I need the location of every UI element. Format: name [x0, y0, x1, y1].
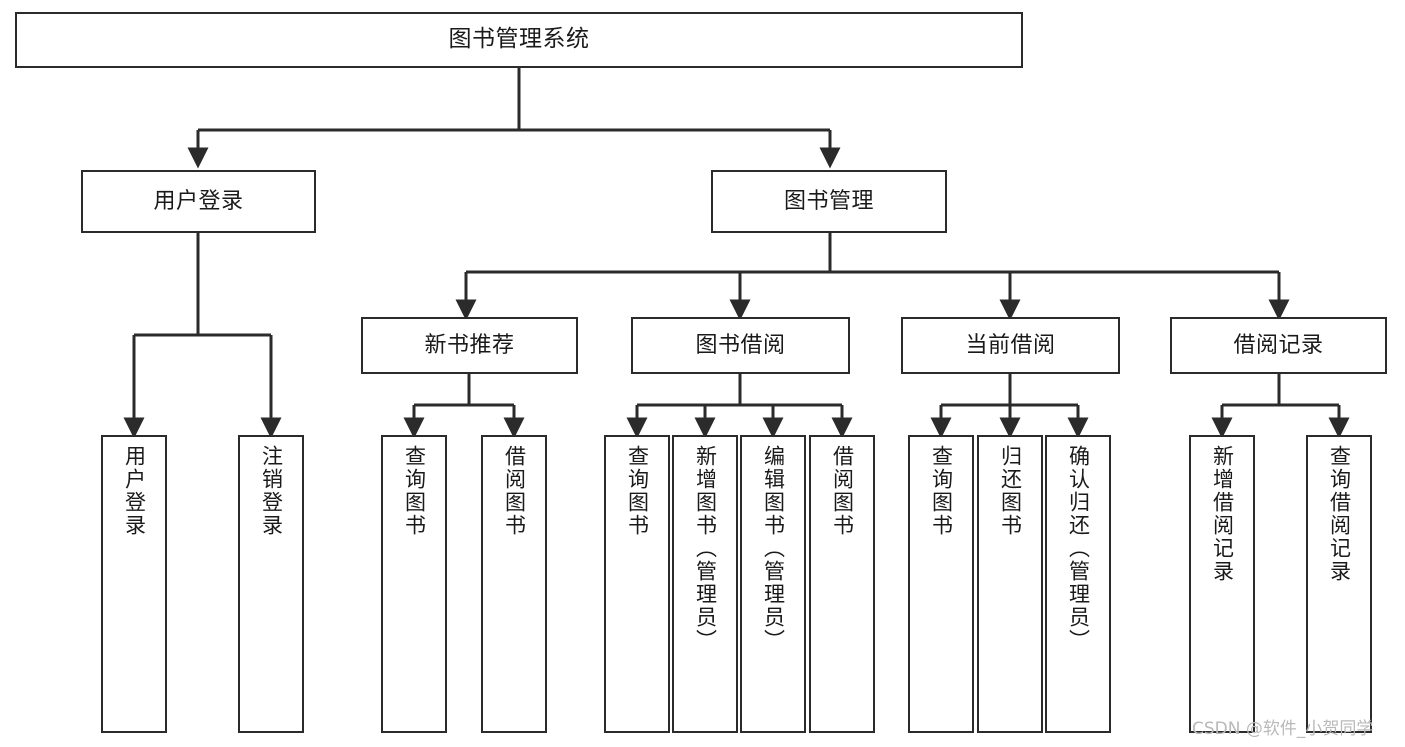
- leaf-query-book-recommend[interactable]: 查询图书: [381, 435, 447, 733]
- node-label: 查询图书: [929, 445, 954, 537]
- node-label: 查询图书: [402, 445, 427, 537]
- node-borrow-records[interactable]: 借阅记录: [1170, 317, 1387, 374]
- leaf-confirm-return-admin[interactable]: 确认归还（管理员）: [1045, 435, 1111, 733]
- node-label: 图书管理: [783, 188, 874, 214]
- node-label: 用户登录: [122, 445, 147, 537]
- leaf-user-login[interactable]: 用户登录: [101, 435, 167, 733]
- node-label: 借阅记录: [1233, 332, 1324, 358]
- node-book-management[interactable]: 图书管理: [711, 170, 947, 233]
- leaf-borrow-book-recommend[interactable]: 借阅图书: [481, 435, 547, 733]
- node-label: 借阅图书: [502, 445, 527, 537]
- node-user-login[interactable]: 用户登录: [81, 170, 316, 233]
- leaf-logout[interactable]: 注销登录: [238, 435, 304, 733]
- node-label: 新增图书（管理员）: [693, 445, 718, 652]
- node-label: 新书推荐: [424, 332, 515, 358]
- watermark-text: CSDN @软件_小贺同学: [1192, 719, 1374, 739]
- node-label: 图书借阅: [695, 332, 786, 358]
- node-root-system[interactable]: 图书管理系统: [15, 12, 1023, 68]
- leaf-query-book-current[interactable]: 查询图书: [908, 435, 974, 733]
- node-label: 编辑图书（管理员）: [761, 445, 786, 652]
- leaf-add-book-admin[interactable]: 新增图书（管理员）: [672, 435, 738, 733]
- leaf-add-borrow-record[interactable]: 新增借阅记录: [1189, 435, 1255, 733]
- node-current-borrow[interactable]: 当前借阅: [901, 317, 1120, 374]
- node-label: 借阅图书: [830, 445, 855, 537]
- leaf-borrow-book[interactable]: 借阅图书: [809, 435, 875, 733]
- node-new-book-recommend[interactable]: 新书推荐: [361, 317, 578, 374]
- node-label: 查询图书: [625, 445, 650, 537]
- node-label: 当前借阅: [965, 332, 1056, 358]
- node-label: 归还图书: [998, 445, 1023, 537]
- node-label: 图书管理系统: [448, 26, 590, 53]
- node-label: 注销登录: [259, 445, 284, 537]
- leaf-edit-book-admin[interactable]: 编辑图书（管理员）: [740, 435, 806, 733]
- leaf-return-book[interactable]: 归还图书: [977, 435, 1043, 733]
- node-label: 新增借阅记录: [1210, 445, 1235, 583]
- node-label: 用户登录: [153, 188, 244, 214]
- node-label: 查询借阅记录: [1327, 445, 1352, 583]
- leaf-query-book-borrow[interactable]: 查询图书: [604, 435, 670, 733]
- node-label: 确认归还（管理员）: [1066, 445, 1091, 652]
- leaf-query-borrow-record[interactable]: 查询借阅记录: [1306, 435, 1372, 733]
- node-book-borrow[interactable]: 图书借阅: [631, 317, 850, 374]
